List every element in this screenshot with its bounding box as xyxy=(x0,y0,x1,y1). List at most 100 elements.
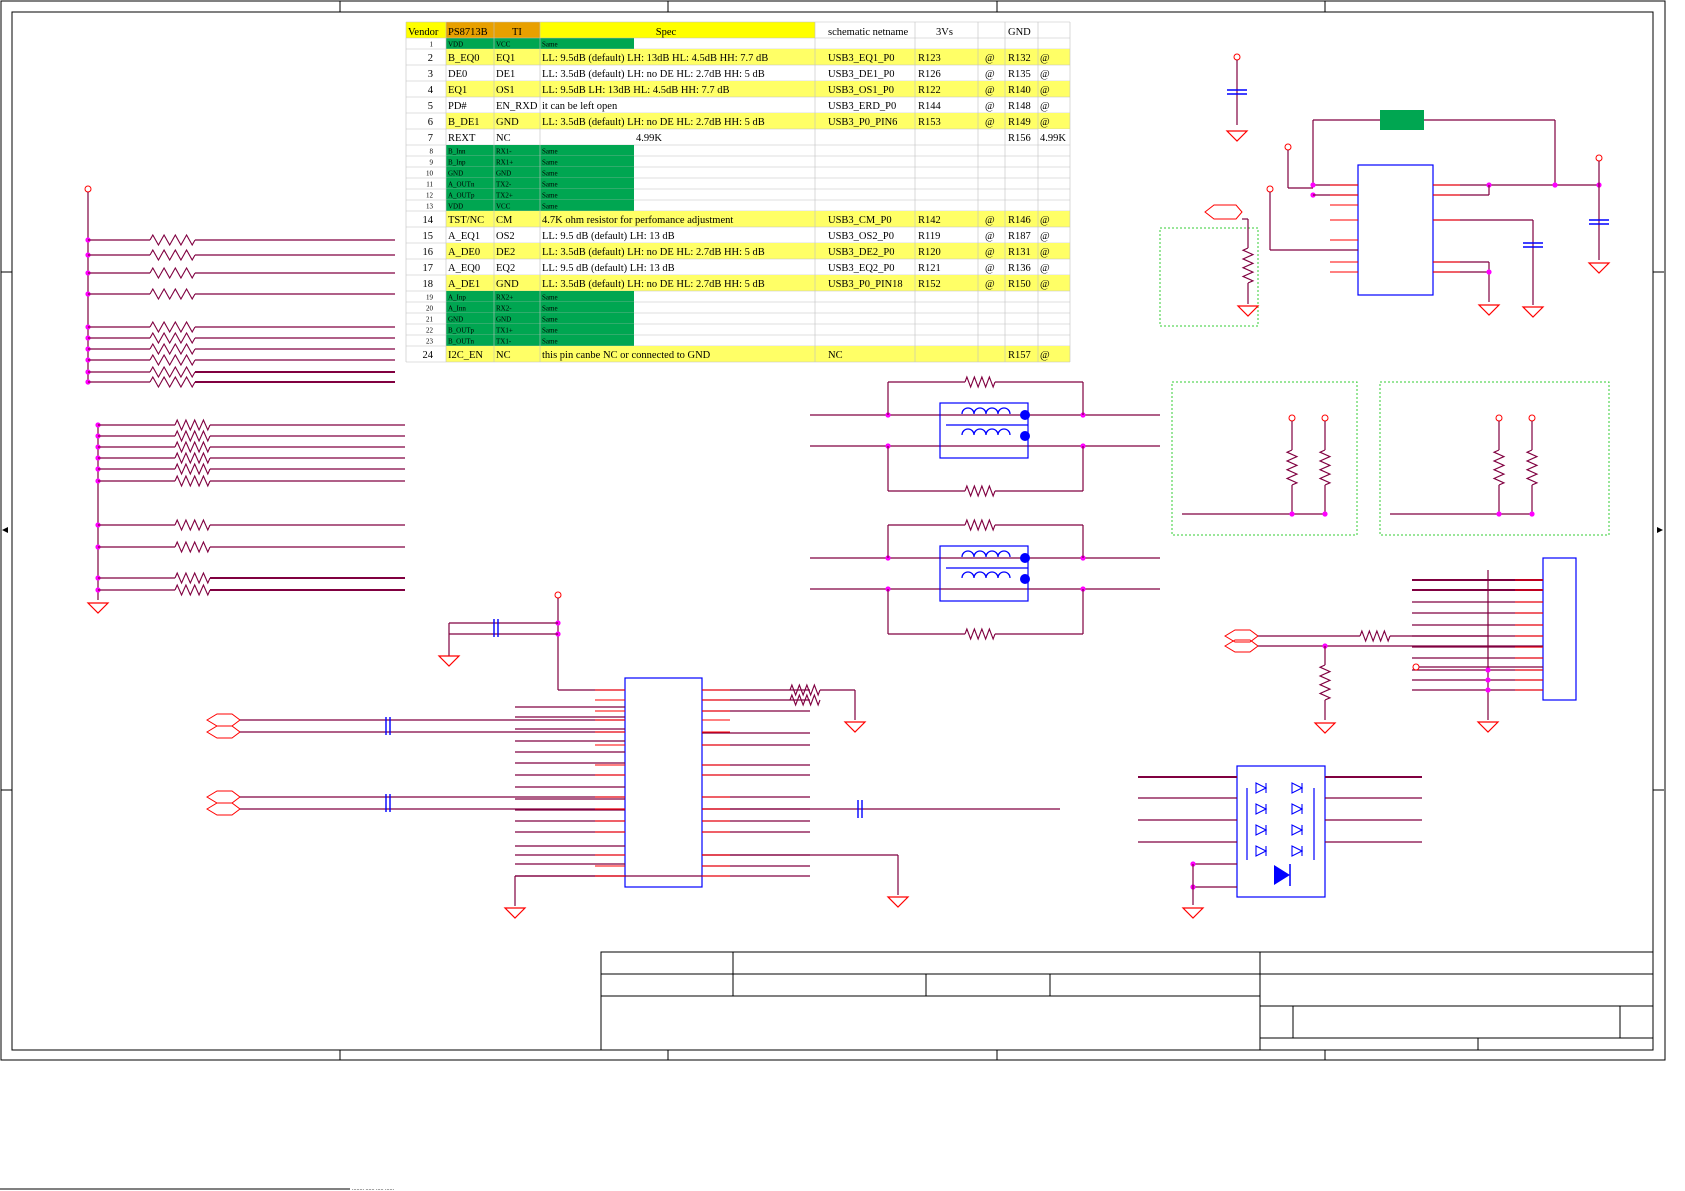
row-spec: Same xyxy=(542,294,558,302)
row-netname: USB3_OS2_P0 xyxy=(828,231,894,242)
row-number: 20 xyxy=(426,305,434,313)
resistor-icon xyxy=(174,571,211,585)
row-number: 10 xyxy=(426,170,434,178)
transformer-icon xyxy=(961,571,1011,579)
junction-dot xyxy=(1486,269,1492,275)
row-pin-b: EN_RXD xyxy=(496,101,538,112)
transformer-icon xyxy=(1020,431,1030,441)
power-pin-icon xyxy=(1495,414,1503,422)
row-highlight xyxy=(446,346,815,362)
row-highlight xyxy=(815,49,1070,65)
esd-diode-array xyxy=(1236,765,1326,898)
row-netname: NC xyxy=(828,350,843,361)
power-pin-icon xyxy=(1266,185,1274,193)
row-number: 2 xyxy=(428,53,433,64)
differential-port-icon xyxy=(206,725,241,739)
row-spec: 4.7K ohm resistor for perfomance adjustm… xyxy=(542,215,733,226)
row-pin-a: B_OUTp xyxy=(448,327,475,335)
row-ref-gnd: R131 xyxy=(1008,247,1031,258)
resistor-icon xyxy=(964,484,996,498)
row-mark-gnd: @ xyxy=(1040,101,1050,112)
row-spec: Same xyxy=(542,181,558,189)
row-number: 4 xyxy=(428,85,434,96)
row-netname: USB3_OS1_P0 xyxy=(828,85,894,96)
row-ref-gnd: R157 xyxy=(1008,350,1031,361)
resistor-icon xyxy=(1492,449,1506,486)
row-mark-gnd: @ xyxy=(1040,215,1050,226)
row-netname: USB3_EQ1_P0 xyxy=(828,53,895,64)
row-mark-gnd: @ xyxy=(1040,85,1050,96)
junction-dot xyxy=(1310,182,1316,188)
row-pin-b: EQ1 xyxy=(496,53,515,64)
row-mark-3vs: @ xyxy=(985,101,995,112)
row-pin-b: RX1+ xyxy=(496,159,513,167)
row-pin-a: A_OUTn xyxy=(448,181,475,189)
row-ref-gnd: R135 xyxy=(1008,69,1031,80)
row-pin-a: TST/NC xyxy=(448,215,484,226)
row-mark-gnd: @ xyxy=(1040,69,1050,80)
optional-circuit-box xyxy=(1171,381,1358,536)
row-mark-3vs: @ xyxy=(985,85,995,96)
row-pin-b: GND xyxy=(496,316,511,324)
row-highlight xyxy=(446,49,815,65)
ground-icon xyxy=(1225,130,1249,142)
row-ref-3vs: R119 xyxy=(918,231,940,242)
row-mark-gnd: @ xyxy=(1040,279,1050,290)
row-pin-b: VCC xyxy=(496,41,511,49)
row-pin-a: A_DE0 xyxy=(448,247,480,258)
power-pin-icon xyxy=(554,591,562,599)
resistor-icon xyxy=(1318,664,1332,701)
table-header-cell: schematic netname xyxy=(828,27,909,38)
row-spec: Same xyxy=(542,192,558,200)
resistor-icon xyxy=(174,540,211,554)
row-mark-gnd: @ xyxy=(1040,350,1050,361)
row-pin-a: VDD xyxy=(448,203,463,211)
row-pin-a: VDD xyxy=(448,41,463,49)
diode-icon xyxy=(1255,782,1268,794)
resistor-icon xyxy=(1525,449,1539,486)
row-highlight xyxy=(446,81,815,97)
row-number: 23 xyxy=(426,338,434,346)
row-pin-b: OS2 xyxy=(496,231,515,242)
row-ref-3vs: R120 xyxy=(918,247,941,258)
row-pin-a: A_DE1 xyxy=(448,279,480,290)
row-pin-a: B_Inp xyxy=(448,159,466,167)
row-number: 5 xyxy=(428,101,433,112)
table-header-cell: 3Vs xyxy=(936,27,953,38)
resistor-icon xyxy=(1285,449,1299,486)
resistor-icon xyxy=(174,462,211,476)
row-pin-a: A_EQ0 xyxy=(448,263,480,274)
power-pin-icon xyxy=(84,185,92,193)
row-number: 12 xyxy=(426,192,434,200)
row-pin-a: PD# xyxy=(448,101,467,112)
row-pin-b: TX2+ xyxy=(496,192,513,200)
diode-icon xyxy=(1255,803,1268,815)
row-spec: LL: 3.5dB (default) LH: no DE HL: 2.7dB … xyxy=(542,69,765,80)
row-pin-b: TX1- xyxy=(496,338,512,346)
table-header-bg xyxy=(446,22,540,38)
row-mark-3vs: @ xyxy=(985,117,995,128)
row-number: 24 xyxy=(423,350,434,361)
ground-icon xyxy=(503,907,527,919)
resistor-icon xyxy=(1359,629,1391,643)
resistor-icon xyxy=(964,518,996,532)
row-netname: USB3_DE2_P0 xyxy=(828,247,895,258)
row-ref-gnd: R146 xyxy=(1008,215,1031,226)
row-spec: Same xyxy=(542,338,558,346)
row-spec: LL: 9.5 dB (default) LH: 13 dB xyxy=(542,263,675,274)
row-netname: USB3_P0_PIN18 xyxy=(828,279,903,290)
row-pin-b: RX2+ xyxy=(496,294,513,302)
junction-dot xyxy=(1485,667,1491,673)
row-highlight xyxy=(446,113,815,129)
ground-icon xyxy=(1181,907,1205,919)
resistor-icon xyxy=(149,365,196,379)
table-header-cell: GND xyxy=(1008,27,1031,38)
row-netname: USB3_DE1_P0 xyxy=(828,69,895,80)
resistor-icon xyxy=(1241,247,1255,284)
resistor-icon xyxy=(174,440,211,454)
row-mark-3vs: @ xyxy=(985,53,995,64)
row-mark-3vs: @ xyxy=(985,247,995,258)
row-number: 22 xyxy=(426,327,434,335)
row-ref-gnd: R156 xyxy=(1008,133,1031,144)
